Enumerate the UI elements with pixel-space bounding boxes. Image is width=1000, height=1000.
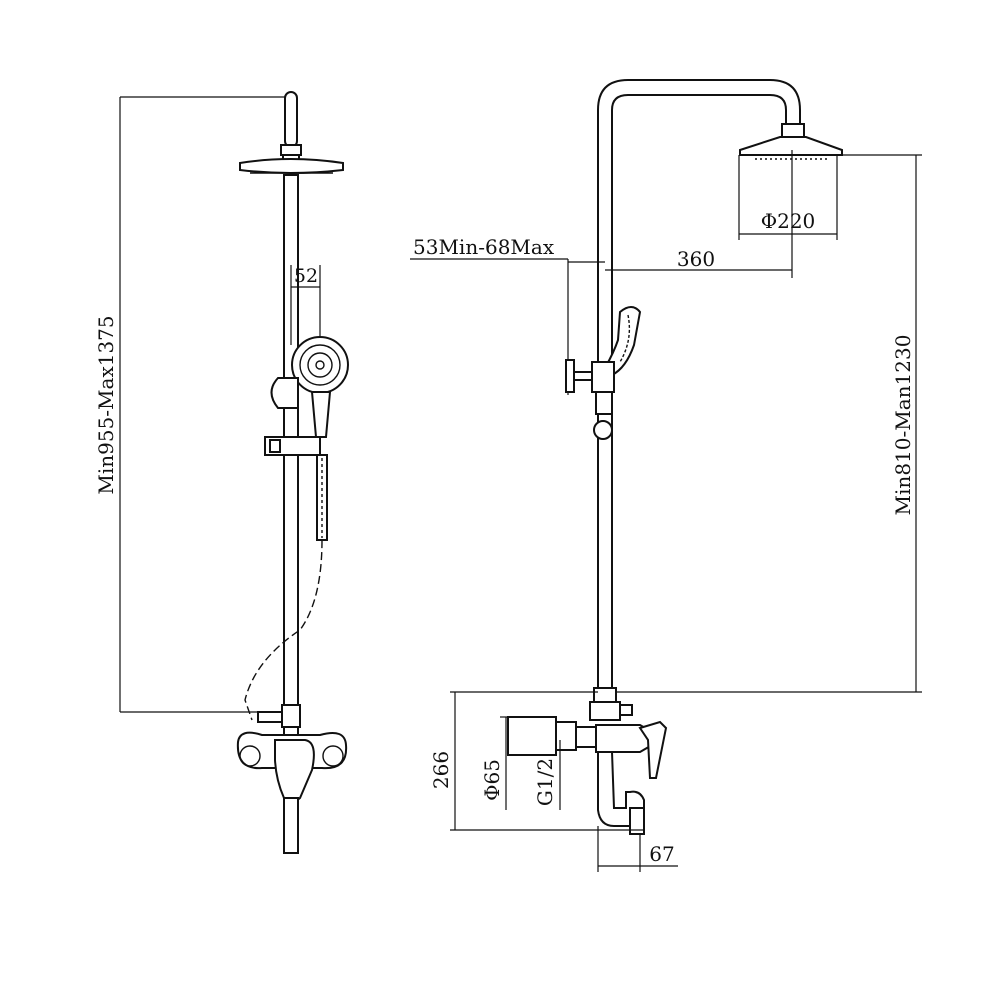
hand-shower-handle — [310, 391, 332, 438]
wall-distance-label: 53Min-68Max — [413, 235, 555, 259]
side-view: Φ220 360 53Min-68Max Min810-Man1230 — [410, 79, 922, 872]
riser-and-arm-side — [597, 79, 801, 701]
riser-top — [284, 91, 298, 148]
pipe-diameter-label: Φ65 — [480, 759, 504, 801]
arm-connector — [781, 123, 805, 139]
eccentric-nut-side — [555, 721, 577, 751]
shower-head-connector — [280, 144, 302, 156]
spout-front — [283, 797, 299, 854]
spout-offset-label: 67 — [649, 842, 674, 866]
slide-bracket-knob — [269, 439, 281, 453]
front-view: Min955-Max1375 52 — [94, 91, 349, 854]
wall-eccentric-side — [507, 716, 557, 756]
hose-connector — [257, 711, 283, 723]
hand-shower-center — [315, 360, 325, 370]
mixer-left-eccentric — [239, 745, 261, 767]
head-diameter-label: Φ220 — [761, 209, 816, 233]
hand-shower-ring-outer — [299, 344, 341, 386]
diverter-knob-side — [619, 704, 633, 716]
diverter-side — [593, 687, 617, 703]
holder-side — [591, 361, 615, 393]
eccentric-connector-side — [575, 726, 597, 748]
diverter-body-side — [589, 701, 621, 721]
hand-shower-side — [603, 306, 642, 377]
thread-label: G1/2 — [533, 758, 557, 806]
hand-shower-holder — [270, 377, 299, 409]
total-height-label: Min955-Max1375 — [94, 315, 118, 494]
arm-length-label: 360 — [677, 247, 715, 271]
wall-plate — [565, 359, 575, 393]
mixer-right-eccentric — [322, 745, 344, 767]
slide-knob-side — [593, 420, 613, 440]
head-height-label: Min810-Man1230 — [891, 335, 915, 516]
spout-outlet-side — [629, 807, 645, 835]
diverter-body — [281, 704, 301, 728]
mixer-height-label: 266 — [429, 751, 453, 789]
shower-hose — [316, 454, 328, 541]
slide-block-side — [595, 391, 613, 415]
shower-head-side — [739, 136, 843, 156]
mixer-lever-front — [274, 739, 315, 803]
hand-shower-ring-inner — [307, 352, 333, 378]
hand-shower-offset-label: 52 — [294, 265, 318, 287]
mixer-lever-side — [638, 720, 668, 779]
shower-head-front — [239, 158, 344, 174]
